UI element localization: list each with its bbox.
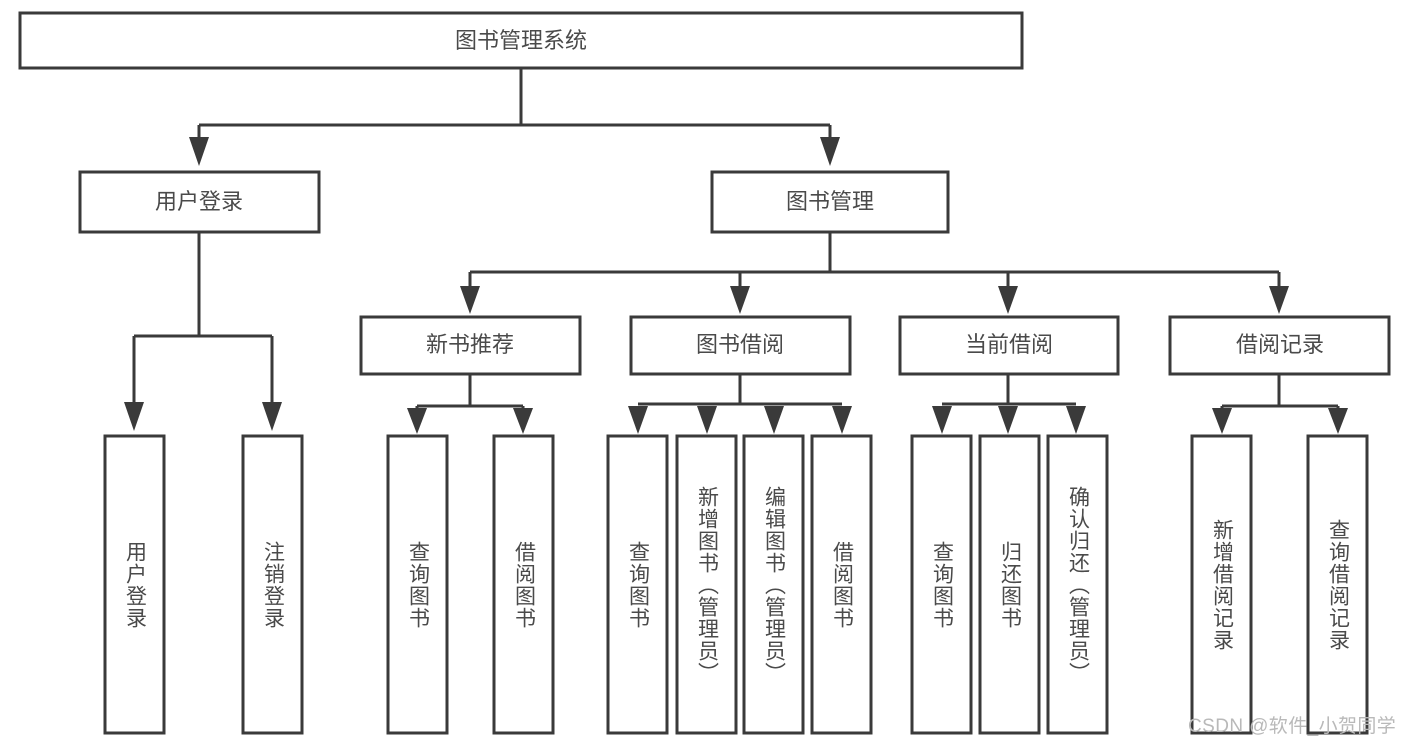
arrow-head-newbook-leaf-2	[513, 408, 533, 434]
arrow-head-records-leaf-2	[1328, 408, 1348, 434]
arrow-head-root-to-userlogin	[189, 137, 209, 166]
node-box-leaf-return-book[interactable]	[978, 434, 1041, 735]
node-label-borrow-records: 借阅记录	[1236, 332, 1324, 357]
connector-group-records-to-leaves	[1212, 375, 1348, 434]
node-label-root: 图书管理系统	[455, 28, 587, 53]
arrow-head-userlogin-leaf-1	[124, 402, 144, 431]
arrow-head-bookmgmt-newbook	[460, 286, 480, 314]
arrow-head-bookmgmt-records	[1269, 286, 1289, 314]
node-label-user-login: 用户登录	[155, 189, 243, 214]
node-box-leaf-edit-book-admin[interactable]	[742, 434, 805, 735]
node-box-book-management[interactable]	[710, 170, 950, 234]
arrow-head-borrow-leaf-2	[697, 406, 717, 434]
node-box-leaf-query-book-2[interactable]	[606, 434, 669, 735]
arrow-head-records-leaf-1	[1212, 408, 1232, 434]
node-box-root[interactable]	[18, 11, 1024, 70]
arrow-head-borrow-leaf-4	[832, 406, 852, 434]
node-box-leaf-add-book-admin[interactable]	[675, 434, 738, 735]
connector-group-bookmgmt-to-level2	[460, 233, 1289, 314]
connector-group-userlogin-to-leaves	[124, 233, 282, 431]
node-box-new-book-recommend[interactable]	[359, 315, 582, 376]
csdn-watermark: CSDN @软件_小贺同学	[1188, 716, 1397, 737]
node-box-leaf-confirm-return-admin[interactable]	[1046, 434, 1109, 735]
node-box-book-borrow[interactable]	[629, 315, 852, 376]
node-label-book-borrow: 图书借阅	[696, 332, 784, 357]
connector-group-newbook-to-leaves	[407, 375, 533, 434]
node-box-leaf-logout[interactable]	[241, 434, 304, 735]
arrow-head-current-leaf-3	[1066, 406, 1086, 434]
arrow-head-bookmgmt-current	[998, 286, 1018, 314]
node-box-user-login[interactable]	[78, 170, 321, 234]
node-label-current-borrow: 当前借阅	[965, 332, 1053, 357]
node-box-leaf-borrow-book-2[interactable]	[810, 434, 873, 735]
arrow-head-userlogin-leaf-2	[262, 402, 282, 431]
node-box-current-borrow[interactable]	[898, 315, 1120, 376]
arrow-head-borrow-leaf-3	[764, 406, 784, 434]
node-label-book-management: 图书管理	[786, 189, 874, 214]
arrow-head-current-leaf-2	[998, 406, 1018, 434]
arrow-head-current-leaf-1	[932, 406, 952, 434]
arrow-head-newbook-leaf-1	[407, 408, 427, 434]
node-box-leaf-query-book-3[interactable]	[910, 434, 973, 735]
arrow-head-bookmgmt-borrow	[730, 286, 750, 314]
node-box-leaf-query-book-1[interactable]	[386, 434, 449, 735]
node-box-leaf-user-login[interactable]	[103, 434, 166, 735]
node-box-leaf-borrow-book-1[interactable]	[492, 434, 555, 735]
node-box-leaf-query-borrow-record[interactable]	[1306, 434, 1369, 735]
connector-group-borrow-to-leaves	[628, 375, 852, 434]
node-box-leaf-add-borrow-record[interactable]	[1190, 434, 1253, 735]
arrow-head-borrow-leaf-1	[628, 406, 648, 434]
connector-group-root-to-level1	[189, 69, 840, 166]
node-box-borrow-records[interactable]	[1168, 315, 1391, 376]
arrow-head-root-to-bookmgmt	[820, 137, 840, 166]
node-label-new-book-recommend: 新书推荐	[426, 332, 514, 357]
connector-group-current-to-leaves	[932, 375, 1086, 434]
